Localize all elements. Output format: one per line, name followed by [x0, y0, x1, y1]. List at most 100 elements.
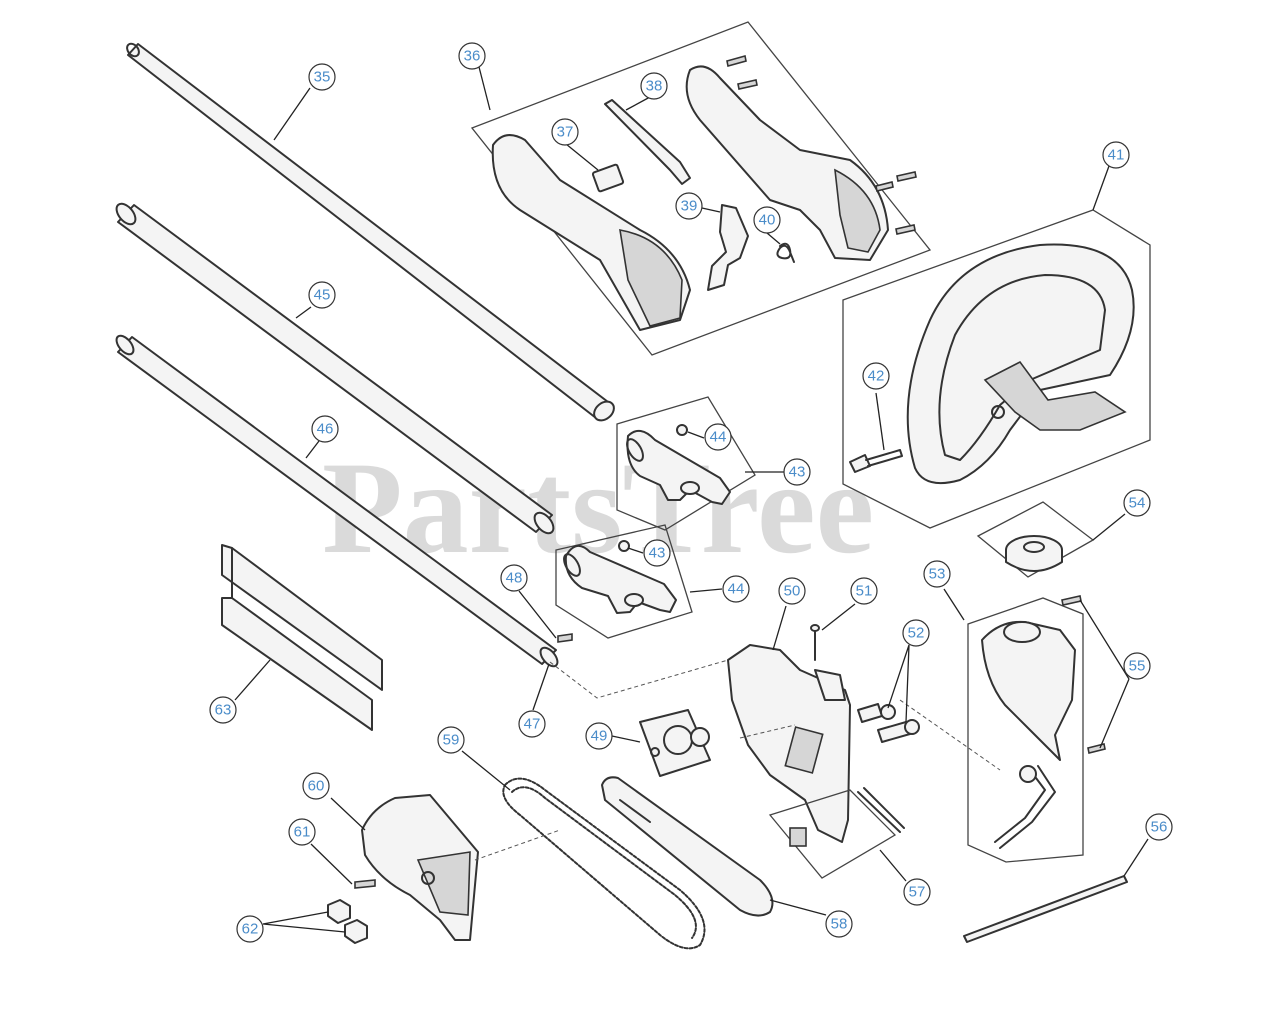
- callout-56: 56: [1145, 813, 1173, 841]
- callout-circle: [778, 577, 806, 605]
- oil-tank-box: [967, 597, 1084, 863]
- callout-label: 51: [856, 583, 873, 600]
- callout-48: 48: [500, 564, 528, 592]
- assembly-line-4: [474, 829, 561, 861]
- callout-50: 50: [778, 577, 806, 605]
- callout-label: 58: [831, 916, 848, 933]
- callout-circle: [704, 423, 732, 451]
- callout-label: 44: [710, 429, 727, 446]
- bolts-52: [857, 703, 920, 743]
- callout-60: 60: [302, 772, 330, 800]
- shaft-35: [126, 42, 615, 422]
- callout-40: 40: [753, 206, 781, 234]
- callout-label: 59: [443, 732, 460, 749]
- callout-circle: [500, 564, 528, 592]
- screw-44-lower: [618, 540, 630, 552]
- latch-38: [604, 99, 691, 185]
- callout-circle: [640, 72, 668, 100]
- callout-label: 39: [681, 198, 698, 215]
- callout-label: 55: [1129, 658, 1146, 675]
- callout-circle: [783, 458, 811, 486]
- callout-circle: [308, 63, 336, 91]
- callout-39: 39: [675, 192, 703, 220]
- gear-case-50: [727, 644, 851, 843]
- callout-circle: [753, 206, 781, 234]
- callout-42: 42: [862, 362, 890, 390]
- callout-label: 37: [557, 124, 574, 141]
- callout-label: 47: [524, 716, 541, 733]
- callout-circle: [288, 818, 316, 846]
- nuts-62: [327, 899, 368, 944]
- callout-label: 52: [908, 625, 925, 642]
- callout-51: 51: [850, 577, 878, 605]
- callout-label: 56: [1151, 819, 1168, 836]
- callout-label: 62: [242, 921, 259, 938]
- callout-circle: [1123, 489, 1151, 517]
- callout-label: 54: [1129, 495, 1146, 512]
- callout-label: 60: [308, 778, 325, 795]
- rod-56: [963, 875, 1128, 943]
- callout-circle: [236, 915, 264, 943]
- callout-label: 36: [464, 48, 481, 65]
- callout-49: 49: [585, 722, 613, 750]
- callout-53: 53: [923, 560, 951, 588]
- switch-37: [591, 163, 625, 193]
- callout-46: 46: [311, 415, 339, 443]
- callout-circle: [308, 281, 336, 309]
- callout-58: 58: [825, 910, 853, 938]
- callout-47: 47: [518, 710, 546, 738]
- callout-57: 57: [903, 878, 931, 906]
- callout-52: 52: [902, 619, 930, 647]
- callout-63: 63: [209, 696, 237, 724]
- callout-circle: [643, 539, 671, 567]
- callout-circle: [902, 619, 930, 647]
- callout-label: 50: [784, 583, 801, 600]
- coupler-43-upper: [626, 429, 731, 505]
- callout-circle: [722, 575, 750, 603]
- callout-label: 41: [1108, 147, 1125, 164]
- callout-circle: [1123, 652, 1151, 680]
- callout-circle: [209, 696, 237, 724]
- callout-circle: [1102, 141, 1130, 169]
- callout-label: 42: [868, 368, 885, 385]
- callout-circle: [458, 42, 486, 70]
- screw-48: [557, 633, 573, 643]
- callout-38: 38: [640, 72, 668, 100]
- handle-housing-right: [685, 65, 889, 261]
- spring-40: [776, 242, 795, 263]
- callout-circle: [1145, 813, 1173, 841]
- callout-circle: [437, 726, 465, 754]
- handle-housing-box: [470, 21, 932, 356]
- callout-label: 61: [294, 824, 311, 841]
- callout-35: 35: [308, 63, 336, 91]
- assembly-line-2: [899, 699, 1001, 771]
- coupler-box-lower: [555, 524, 693, 639]
- callout-circle: [923, 560, 951, 588]
- shaft-sleeve-63: [221, 544, 383, 731]
- tensioner-57: [768, 787, 905, 879]
- callout-circle: [903, 878, 931, 906]
- callout-43: 43: [783, 458, 811, 486]
- callout-label: 45: [314, 287, 331, 304]
- coupler-box-upper: [616, 396, 756, 531]
- callout-label: 40: [759, 212, 776, 229]
- callout-circle: [850, 577, 878, 605]
- callout-label: 48: [506, 570, 523, 587]
- oil-tank-53: [981, 620, 1076, 761]
- screw-44-upper: [676, 424, 688, 436]
- callout-label: 38: [646, 78, 663, 95]
- callout-44: 44: [722, 575, 750, 603]
- callout-label: 49: [591, 728, 608, 745]
- callout-label: 57: [909, 884, 926, 901]
- callout-44: 44: [704, 423, 732, 451]
- coupler-43-lower: [563, 545, 677, 614]
- callout-circle: [518, 710, 546, 738]
- callout-label: 35: [314, 69, 331, 86]
- callout-41: 41: [1102, 141, 1130, 169]
- callout-label: 43: [789, 464, 806, 481]
- saw-chain-59: [502, 777, 706, 950]
- trigger-39: [707, 204, 749, 291]
- callout-label: 46: [317, 421, 334, 438]
